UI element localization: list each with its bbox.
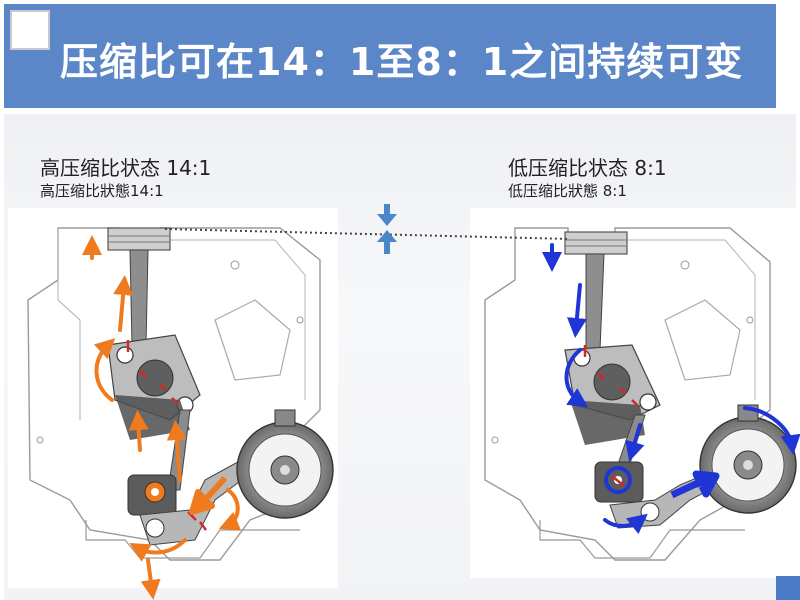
left-block-window [214, 299, 291, 381]
left-engine-panel [8, 208, 338, 600]
title-banner [4, 4, 776, 108]
left-gear-mount [274, 409, 296, 427]
corner-decoration-bottom [776, 576, 800, 600]
left-motion-arrows [82, 235, 242, 600]
corner-decoration [10, 10, 50, 50]
left-crank-pin [136, 359, 174, 397]
tdc-indicator-arrows [377, 204, 397, 254]
left-piston [107, 227, 171, 251]
right-piston [564, 231, 628, 255]
right-crank-pin [593, 363, 631, 401]
page-title: 压缩比可在14：1至8：1之间持续可变 [60, 40, 744, 84]
right-big-arrow [670, 470, 720, 499]
left-connecting-rod [129, 249, 149, 346]
left-big-arrow [189, 475, 228, 515]
high-compression-subtitle: 高压缩比狀態14:1 [40, 182, 164, 200]
right-engine-panel [470, 208, 800, 578]
low-compression-subtitle: 低压缩比狀態 8:1 [508, 182, 627, 200]
right-counterweight [570, 400, 645, 445]
high-compression-title: 高压缩比状态 14:1 [40, 156, 212, 180]
right-block-window [664, 299, 741, 381]
low-compression-title: 低压缩比状态 8:1 [508, 156, 667, 180]
right-motion-arrows [542, 243, 800, 535]
right-red-markers [583, 345, 639, 487]
